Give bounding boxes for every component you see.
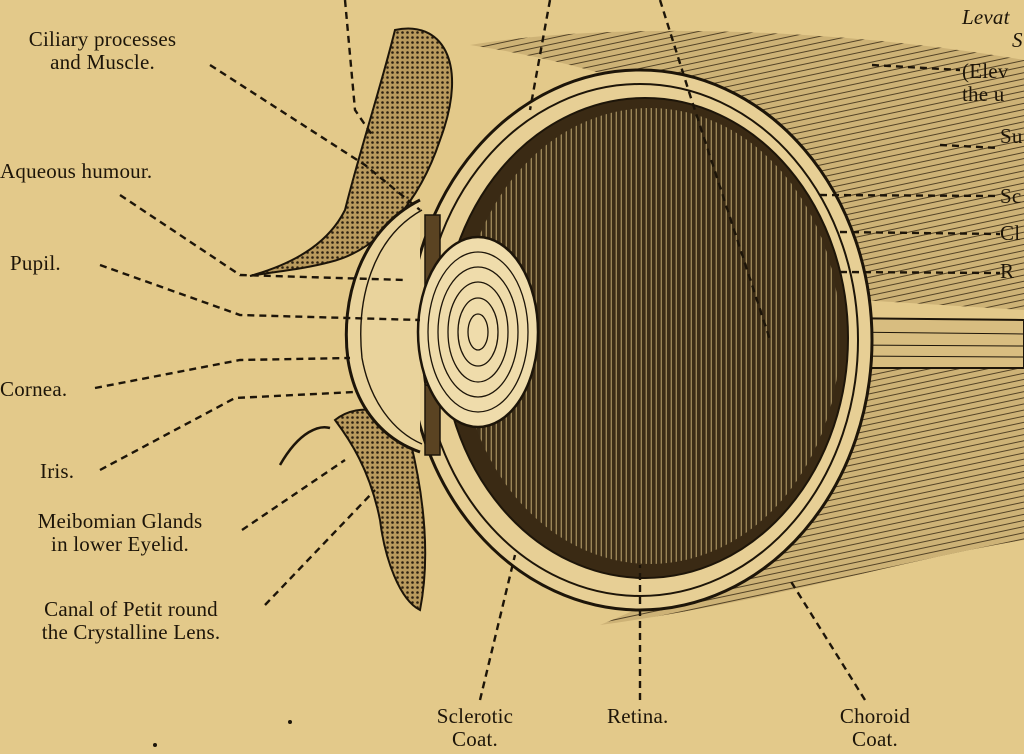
- print-specks: [153, 720, 292, 747]
- label-meibomian-glands: Meibomian Glands in lower Eyelid.: [0, 510, 240, 556]
- label-iris: Iris.: [40, 459, 75, 483]
- leader-lines: [94, 0, 1001, 701]
- label-levator-line1: Levat: [962, 5, 1010, 29]
- label-levator: Levat S: [962, 6, 1023, 52]
- label-canal-line1: Canal of Petit round: [44, 597, 218, 621]
- vitreous-body: [460, 108, 840, 564]
- label-canal-line2: the Crystalline Lens.: [41, 620, 221, 644]
- label-right-re: R: [1000, 259, 1015, 283]
- label-canal-of-petit: Canal of Petit round the Crystalline Len…: [0, 598, 262, 644]
- label-elevator-line2: the u: [962, 82, 1005, 106]
- label-meibomian-line2: in lower Eyelid.: [51, 532, 189, 556]
- label-retina: Retina.: [607, 704, 669, 728]
- label-choroid-line2: Coat.: [852, 727, 898, 751]
- label-right-sc: Sc: [1000, 184, 1022, 208]
- label-sclerotic-line2: Coat.: [452, 727, 498, 751]
- label-sclerotic-coat: Sclerotic Coat.: [415, 705, 535, 751]
- label-sclerotic-line1: Sclerotic: [436, 704, 514, 728]
- crystalline-lens: [416, 235, 540, 429]
- label-meibomian-line1: Meibomian Glands: [37, 509, 203, 533]
- label-ciliary-line2: and Muscle.: [50, 50, 155, 74]
- label-aqueous-humour: Aqueous humour.: [0, 159, 153, 183]
- label-cornea: Cornea.: [0, 377, 68, 401]
- label-elevator: (Elev the u: [962, 60, 1008, 106]
- label-ciliary-processes: Ciliary processes and Muscle.: [0, 28, 205, 74]
- label-pupil: Pupil.: [10, 251, 61, 275]
- cornea: [344, 198, 423, 454]
- label-ciliary-line1: Ciliary processes: [28, 27, 177, 51]
- upper-eyelid: [249, 27, 454, 277]
- label-right-ch: Cl: [1000, 221, 1021, 245]
- label-choroid-coat: Choroid Coat.: [815, 705, 935, 751]
- label-levator-line2: S: [1012, 28, 1023, 52]
- label-right-su: Su: [1000, 124, 1023, 148]
- label-choroid-line1: Choroid: [839, 704, 911, 728]
- label-elevator-line1: (Elev: [962, 59, 1009, 83]
